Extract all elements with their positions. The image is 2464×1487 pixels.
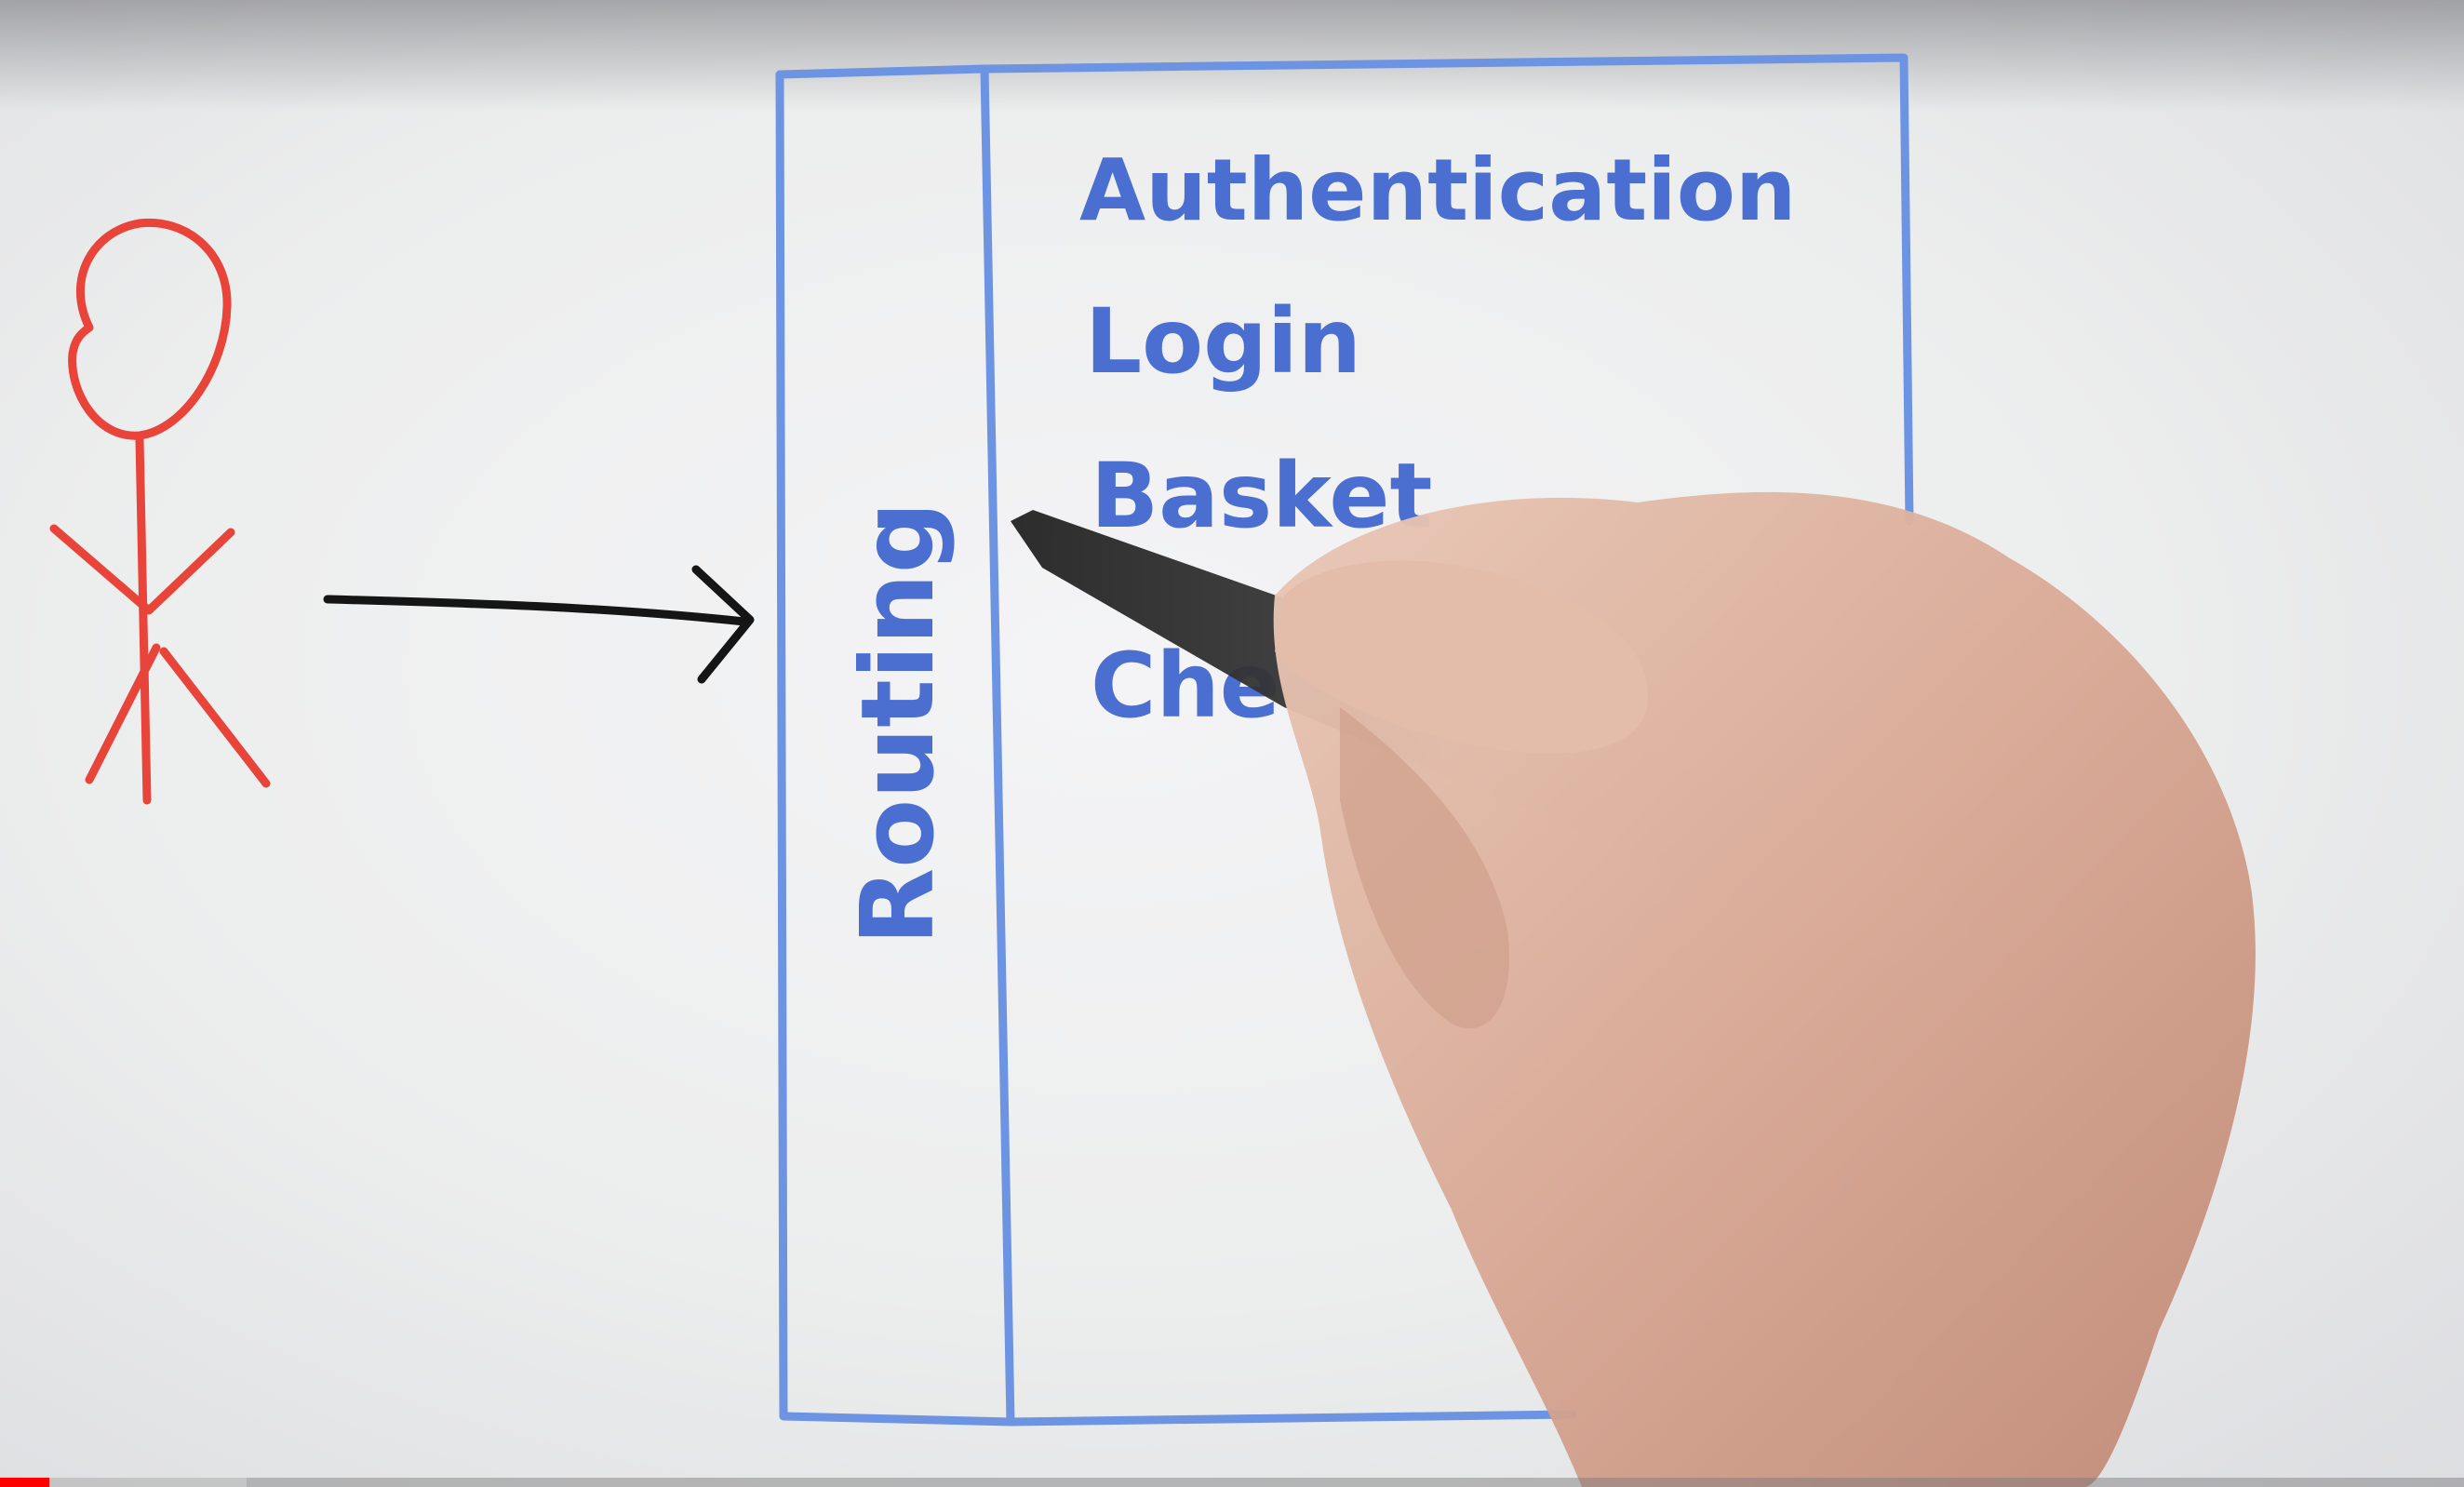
request-arrow-icon	[323, 565, 755, 684]
video-buffer-fill	[0, 1478, 247, 1487]
module-label-authentication: Authentication	[1079, 141, 1796, 240]
video-progress-bar[interactable]	[0, 1478, 2464, 1487]
modules-box-outline	[980, 53, 1914, 1427]
routing-label: Routing	[840, 502, 957, 945]
video-played-fill	[0, 1478, 49, 1487]
stick-figure-icon	[49, 218, 271, 805]
module-label-login: Login	[1085, 289, 1361, 394]
